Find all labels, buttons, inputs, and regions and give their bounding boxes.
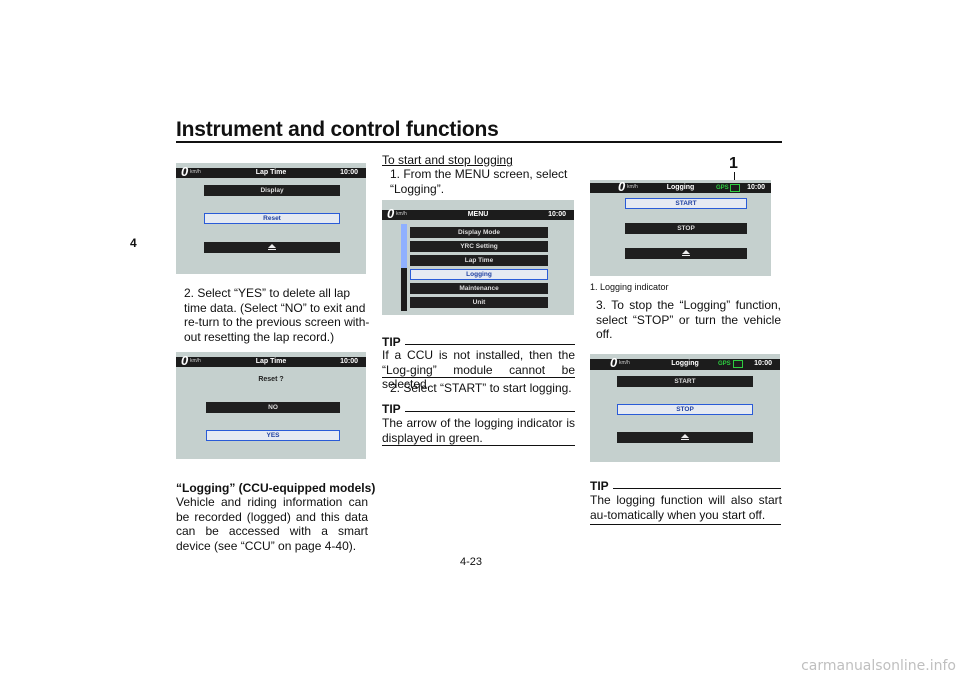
tip-rule bbox=[405, 411, 575, 412]
reset-confirm-screen: 0 km/h Lap Time 10:00 Reset ? NO YES bbox=[176, 352, 366, 459]
logging-indicator-icon bbox=[733, 360, 743, 368]
step-2-start-text: 2. Select “START” to start logging. bbox=[390, 381, 572, 395]
step-3-text: 3. To stop the “Logging” function, selec… bbox=[596, 298, 781, 342]
menu-item-logging[interactable]: Logging bbox=[410, 269, 548, 280]
back-button[interactable] bbox=[625, 248, 747, 259]
subheading: To start and stop logging bbox=[382, 153, 513, 167]
lap-time-screen: 0 km/h Lap Time 10:00 Display Reset bbox=[176, 163, 366, 274]
eject-icon bbox=[681, 434, 689, 440]
scroll-thumb[interactable] bbox=[401, 224, 407, 268]
status-bar: 0 km/h Lap Time 10:00 bbox=[176, 353, 366, 368]
tip-rule bbox=[405, 344, 575, 345]
stop-button[interactable]: STOP bbox=[625, 223, 747, 234]
speed-readout: 0 bbox=[618, 179, 626, 194]
page-number: 4-23 bbox=[460, 556, 483, 568]
speed-unit: km/h bbox=[627, 184, 638, 190]
start-button[interactable]: START bbox=[625, 198, 747, 209]
tip-rule-end bbox=[590, 524, 781, 525]
speed-readout: 0 bbox=[181, 164, 189, 179]
speed-unit: km/h bbox=[619, 360, 630, 366]
speed-readout: 0 bbox=[610, 355, 618, 370]
menu-item-yrc-setting[interactable]: YRC Setting bbox=[410, 241, 548, 252]
gps-indicator: GPS bbox=[716, 185, 729, 191]
tip-2-text: The arrow of the logging indicator is di… bbox=[382, 416, 575, 445]
clock: 10:00 bbox=[340, 358, 358, 365]
status-bar: 0 km/h Logging GPS 10:00 bbox=[590, 179, 771, 194]
back-button[interactable] bbox=[204, 242, 340, 253]
menu-screen: 0 km/h MENU 10:00 Display Mode YRC Setti… bbox=[382, 200, 574, 315]
callout-number: 1 bbox=[729, 155, 738, 172]
tip-rule bbox=[613, 488, 781, 489]
clock: 10:00 bbox=[754, 360, 772, 367]
logging-indicator-icon bbox=[730, 184, 740, 192]
step-2-text: 2. Select “YES” to delete all lap time d… bbox=[184, 286, 370, 344]
speed-readout: 0 bbox=[387, 206, 395, 221]
screen-title: Lap Time bbox=[255, 169, 287, 176]
screen-title: Lap Time bbox=[255, 358, 287, 365]
status-bar: 0 km/h Logging GPS 10:00 bbox=[590, 355, 780, 370]
reset-button[interactable]: Reset bbox=[204, 213, 340, 224]
watermark[interactable]: carmanualsonline.info bbox=[801, 658, 956, 674]
screen-title: Logging bbox=[666, 184, 695, 191]
gps-indicator: GPS bbox=[718, 361, 731, 367]
tip-3-text: The logging function will also start au-… bbox=[590, 493, 782, 522]
logging-stop-screen: 0 km/h Logging GPS 10:00 START STOP bbox=[590, 354, 780, 462]
clock: 10:00 bbox=[747, 184, 765, 191]
speed-unit: km/h bbox=[190, 358, 201, 364]
eject-icon bbox=[268, 244, 276, 250]
section-heading: “Logging” (CCU-equipped models) bbox=[176, 481, 376, 495]
menu-item-display-mode[interactable]: Display Mode bbox=[410, 227, 548, 238]
chapter-number: 4 bbox=[130, 236, 142, 258]
tip-label: TIP bbox=[590, 479, 609, 493]
clock: 10:00 bbox=[548, 211, 566, 218]
yes-button[interactable]: YES bbox=[206, 430, 340, 441]
tip-label: TIP bbox=[382, 335, 401, 349]
no-button[interactable]: NO bbox=[206, 402, 340, 413]
tip-rule-end bbox=[382, 377, 575, 378]
speed-unit: km/h bbox=[396, 211, 407, 217]
tip-1-text: If a CCU is not installed, then the “Log… bbox=[382, 348, 575, 392]
reset-prompt: Reset ? bbox=[258, 376, 284, 383]
callout-leader bbox=[734, 172, 735, 186]
eject-icon bbox=[682, 250, 690, 256]
speed-unit: km/h bbox=[190, 169, 201, 175]
tip-label: TIP bbox=[382, 402, 401, 416]
clock: 10:00 bbox=[340, 169, 358, 176]
tip-rule-end bbox=[382, 445, 575, 446]
start-button[interactable]: START bbox=[617, 376, 753, 387]
screen-title: Logging bbox=[671, 360, 699, 367]
status-bar: 0 km/h Lap Time 10:00 bbox=[176, 164, 366, 179]
menu-item-maintenance[interactable]: Maintenance bbox=[410, 283, 548, 294]
page-title: Instrument and control functions bbox=[176, 118, 499, 141]
menu-scrollbar[interactable] bbox=[401, 224, 407, 311]
menu-item-unit[interactable]: Unit bbox=[410, 297, 548, 308]
figure-caption: 1. Logging indicator bbox=[590, 282, 669, 292]
back-button[interactable] bbox=[617, 432, 753, 443]
speed-readout: 0 bbox=[181, 353, 189, 368]
step-1-text: 1. From the MENU screen, select “Logging… bbox=[390, 167, 568, 196]
screen-title: MENU bbox=[467, 211, 489, 218]
stop-button[interactable]: STOP bbox=[617, 404, 753, 415]
display-button[interactable]: Display bbox=[204, 185, 340, 196]
status-bar: 0 km/h MENU 10:00 bbox=[382, 206, 574, 221]
menu-item-lap-time[interactable]: Lap Time bbox=[410, 255, 548, 266]
logging-screen: 0 km/h Logging GPS 10:00 START STOP bbox=[590, 179, 771, 276]
section-body: Vehicle and riding information can be re… bbox=[176, 495, 368, 553]
title-divider bbox=[176, 141, 782, 143]
